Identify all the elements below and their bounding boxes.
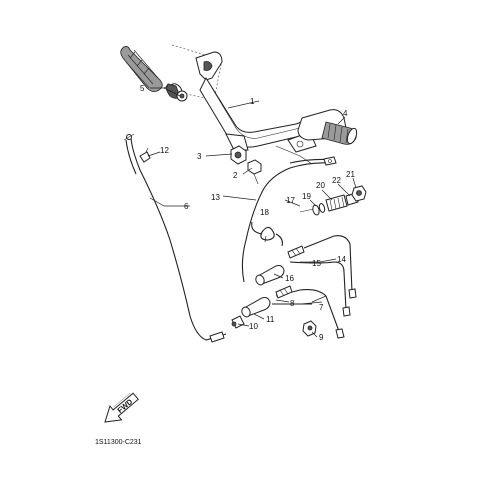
handlebar-part (195, 51, 327, 165)
grip-end-part (176, 90, 188, 102)
callout-12: 12 (160, 146, 169, 155)
callout-13: 13 (211, 193, 220, 202)
spring-clip-part (251, 221, 283, 247)
end-plug-part (231, 315, 245, 329)
callout-22: 22 (332, 176, 341, 185)
leader-lines (147, 85, 357, 338)
throttle-grip-part (297, 109, 358, 145)
left-grip-part (120, 46, 183, 99)
callout-8: 8 (290, 299, 295, 308)
callout-7: 7 (319, 303, 324, 312)
callout-1: 1 (250, 97, 255, 106)
callout-labels: 1 2 3 4 5 6 7 8 9 10 11 12 13 14 15 16 1… (140, 84, 355, 342)
fwd-arrow-icon: FWD (104, 392, 139, 423)
cable-boot-lower-part (241, 297, 271, 318)
callout-16: 16 (285, 274, 294, 283)
drawing-code: 1S11300-C231 (95, 439, 142, 446)
bolt-part (247, 159, 262, 185)
callout-15: 15 (312, 259, 321, 268)
callout-19: 19 (302, 192, 311, 201)
callout-20: 20 (316, 181, 325, 190)
callout-14: 14 (337, 255, 346, 264)
callout-17: 17 (286, 196, 295, 205)
brake-cable-part (123, 133, 227, 343)
cable-boot-upper-part (255, 265, 285, 286)
callout-3: 3 (197, 152, 202, 161)
lower-cables-part (287, 235, 357, 317)
callout-9: 9 (319, 333, 324, 342)
callout-6: 6 (184, 202, 189, 211)
callout-4: 4 (343, 109, 348, 118)
callout-11: 11 (266, 315, 275, 324)
nut-part (230, 145, 247, 165)
callout-18: 18 (260, 208, 269, 217)
small-nut-part (302, 320, 317, 337)
grip-assembly-dashed-box (167, 44, 223, 101)
callout-5: 5 (140, 84, 145, 93)
callout-10: 10 (249, 322, 258, 331)
clip-part (139, 147, 151, 163)
callout-2: 2 (233, 171, 238, 180)
callout-21: 21 (346, 170, 355, 179)
throttle-cable-part (241, 156, 337, 283)
